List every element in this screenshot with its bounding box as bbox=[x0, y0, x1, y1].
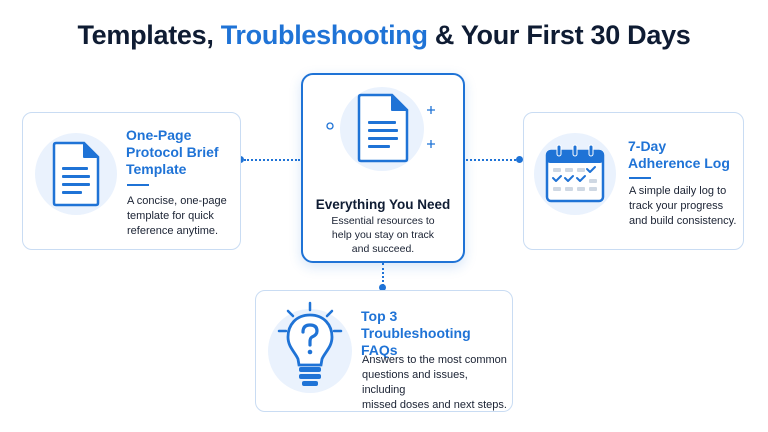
title-divider bbox=[127, 184, 149, 186]
calendar-icon bbox=[545, 144, 605, 203]
connector-right-dot bbox=[516, 156, 523, 163]
card-title: 7-Day Adherence Log bbox=[628, 138, 740, 172]
card-protocol-brief[interactable]: One-Page Protocol Brief Template A conci… bbox=[22, 112, 241, 250]
desc-line: questions and issues, including bbox=[362, 369, 468, 396]
title-line: Adherence Log bbox=[628, 155, 730, 171]
title-divider bbox=[629, 177, 651, 179]
document-icon bbox=[52, 141, 100, 207]
title-line: Protocol Brief bbox=[126, 144, 219, 160]
connector-left bbox=[244, 159, 300, 161]
card-description: Answers to the most common questions and… bbox=[362, 353, 512, 413]
card-title: One-Page Protocol Brief Template bbox=[126, 127, 236, 178]
card-description: A simple daily log to track your progres… bbox=[629, 184, 743, 229]
document-icon bbox=[357, 93, 409, 163]
desc-line: and build consistency. bbox=[629, 215, 737, 227]
desc-line: and succeed. bbox=[351, 243, 415, 255]
title-line: 7-Day bbox=[628, 138, 667, 154]
card-title: Everything You Need bbox=[315, 197, 451, 212]
desc-line: A simple daily log to bbox=[629, 185, 727, 197]
desc-line: help you stay on track bbox=[331, 229, 435, 241]
card-description: A concise, one-page template for quick r… bbox=[127, 194, 239, 239]
title-part2: & Your First 30 Days bbox=[427, 20, 691, 50]
sparkle-icon bbox=[427, 106, 435, 114]
page-title: Templates, Troubleshooting & Your First … bbox=[0, 20, 768, 51]
card-adherence-log[interactable]: 7-Day Adherence Log A simple daily log t… bbox=[523, 112, 744, 250]
card-everything-you-need[interactable]: Everything You Need Essential resources … bbox=[301, 73, 465, 263]
desc-line: template for quick bbox=[127, 210, 214, 222]
connector-bottom-dot bbox=[379, 284, 386, 291]
card-troubleshooting-faqs[interactable]: Top 3 Troubleshooting FAQs Answers to th… bbox=[255, 290, 513, 412]
card-title: Top 3 Troubleshooting FAQs bbox=[361, 308, 511, 359]
desc-line: Answers to the most common bbox=[362, 354, 507, 366]
title-line: Troubleshooting FAQs bbox=[361, 325, 471, 358]
title-line: Template bbox=[126, 161, 187, 177]
title-line: Top 3 bbox=[361, 308, 398, 324]
sparkle-icon bbox=[326, 122, 334, 130]
lightbulb-question-icon bbox=[277, 301, 343, 386]
title-line: One-Page bbox=[126, 127, 192, 143]
sparkle-icon bbox=[427, 140, 435, 148]
desc-line: Essential resources to bbox=[331, 215, 435, 227]
connector-right bbox=[466, 159, 520, 161]
title-part1: Templates, bbox=[77, 20, 221, 50]
connector-bottom bbox=[382, 263, 384, 290]
desc-line: reference anytime. bbox=[127, 225, 219, 237]
title-accent: Troubleshooting bbox=[220, 20, 428, 50]
card-description: Essential resources to help you stay on … bbox=[303, 214, 463, 256]
desc-line: track your progress bbox=[629, 200, 724, 212]
desc-line: missed doses and next steps. bbox=[362, 399, 507, 411]
desc-line: A concise, one-page bbox=[127, 195, 227, 207]
